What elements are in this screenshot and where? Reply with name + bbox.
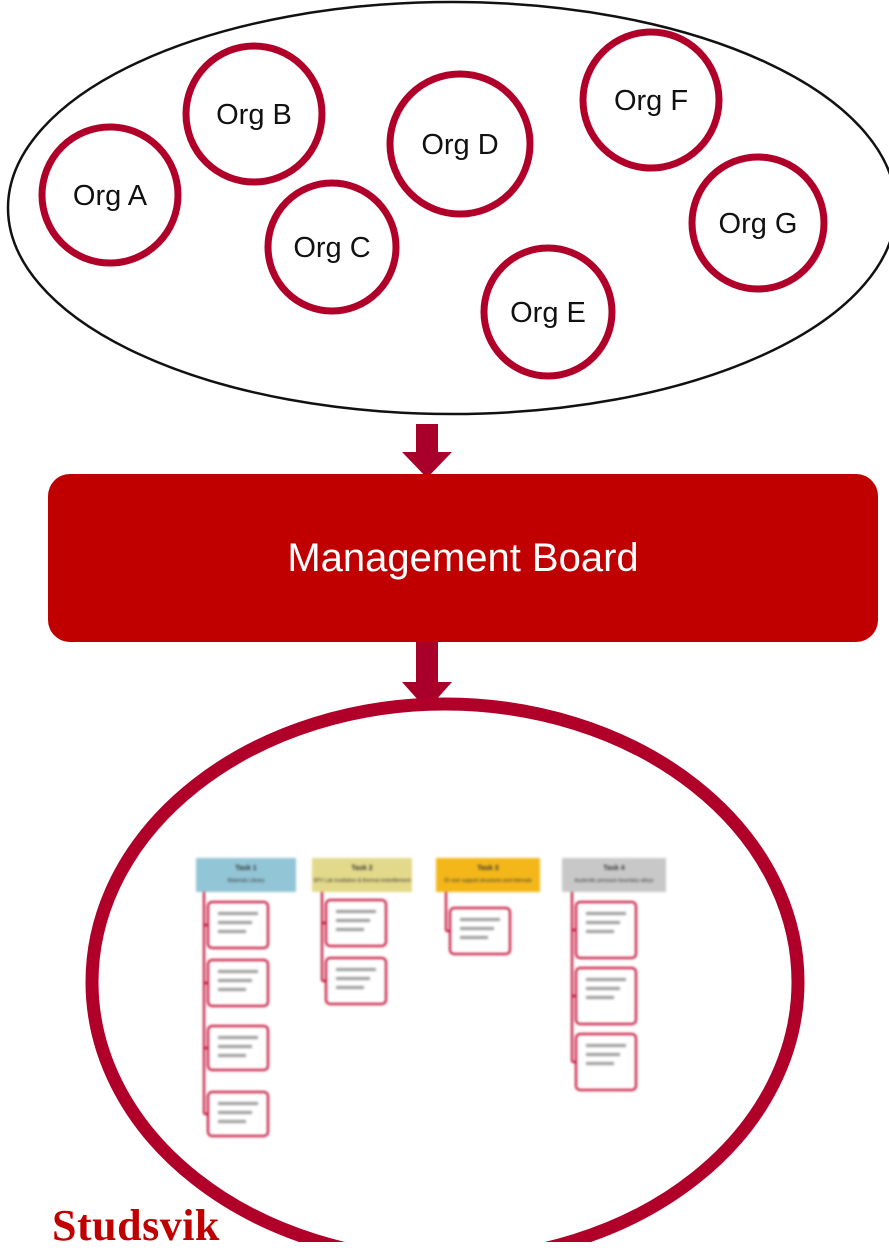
subtask-text-line — [218, 912, 258, 915]
subtask-text-line — [218, 970, 258, 973]
org-label: Org C — [293, 232, 370, 264]
studsvik-logo: Studsvik — [52, 1201, 220, 1250]
arrow-down-icon — [402, 424, 452, 478]
subtask-text-line — [218, 1120, 246, 1123]
subtask-text-line — [218, 988, 246, 991]
org-node: Org E — [480, 244, 616, 380]
org-circle — [386, 70, 534, 218]
org-node: Org B — [182, 42, 326, 186]
org-circle — [38, 123, 182, 267]
task-column: Task 2 SPV Lab irradiation & thermal embr… — [312, 858, 412, 1005]
org-circle — [480, 244, 616, 380]
task-header — [196, 858, 296, 892]
tasks-ellipse — [85, 697, 805, 1242]
subtask-box — [207, 901, 269, 949]
subtask-text-line — [218, 1036, 258, 1039]
org-label: Org A — [73, 180, 148, 212]
subtask-text-line — [460, 918, 500, 921]
organisations-group: Org A Org B Org C Org D Org E Org F Org G — [38, 28, 828, 380]
org-circle — [182, 42, 326, 186]
subtask-text-line — [586, 930, 614, 933]
org-label: Org E — [510, 297, 586, 329]
org-node: Org G — [688, 153, 828, 293]
management-board-title: Management Board — [287, 535, 639, 580]
subtask-text-line — [218, 1045, 252, 1048]
subtask-text-line — [586, 1053, 620, 1056]
subtask-box — [207, 959, 269, 1007]
subtask-text-line — [336, 977, 370, 980]
task-structure-panel: Task 1 Materials Library Task 2 SPV Lab irr… — [196, 858, 666, 1137]
org-node: Org F — [579, 28, 723, 172]
subtask-text-line — [218, 979, 252, 982]
task-column: Task 4 Austenitic pressure boundary alloy… — [562, 858, 666, 1091]
subtask-text-line — [336, 968, 376, 971]
subtask-text-line — [586, 978, 626, 981]
subtask-box — [325, 899, 387, 947]
subtask-text-line — [586, 987, 620, 990]
task-title: Task 4 — [603, 865, 624, 872]
management-board-box: Management Board — [48, 474, 878, 642]
subtask-text-line — [218, 1054, 246, 1057]
subtask-text-line — [586, 1044, 626, 1047]
subtask-text-line — [218, 1102, 258, 1105]
task-header — [312, 858, 412, 892]
subtask-text-line — [336, 919, 370, 922]
org-node: Org A — [38, 123, 182, 267]
task-title: Task 3 — [477, 865, 498, 872]
org-label: Org G — [719, 208, 798, 240]
subtask-text-line — [586, 996, 614, 999]
task-column: Task 1 Materials Library — [196, 858, 296, 1137]
org-node: Org C — [264, 179, 400, 315]
task-subtitle: SPV Lab irradiation & thermal embrittlem… — [313, 878, 411, 884]
subtask-text-line — [460, 927, 494, 930]
org-label: Org B — [216, 99, 292, 131]
org-circle — [579, 28, 723, 172]
org-label: Org D — [421, 129, 498, 161]
task-subtitle: ID core support structures and internals — [444, 878, 532, 884]
subtask-text-line — [336, 986, 364, 989]
subtask-box — [325, 957, 387, 1005]
org-circle — [264, 179, 400, 315]
task-header — [562, 858, 666, 892]
task-title: Task 1 — [235, 865, 256, 872]
subtask-box — [449, 907, 511, 955]
subtask-text-line — [336, 910, 376, 913]
subtask-text-line — [460, 936, 488, 939]
subtask-text-line — [218, 930, 246, 933]
subtask-text-line — [218, 1111, 252, 1114]
task-subtitle: Materials Library — [228, 878, 265, 884]
subtask-text-line — [586, 1062, 614, 1065]
subtask-text-line — [586, 912, 626, 915]
subtask-text-line — [336, 928, 364, 931]
org-node: Org D — [386, 70, 534, 218]
task-header — [436, 858, 540, 892]
task-column: Task 3 ID core support structures and int… — [436, 858, 540, 955]
org-label: Org F — [614, 85, 688, 117]
subtask-text-line — [586, 921, 620, 924]
org-circle — [688, 153, 828, 293]
task-subtitle: Austenitic pressure boundary alloys — [575, 878, 654, 884]
subtask-text-line — [218, 921, 252, 924]
arrow-down-icon — [402, 642, 452, 710]
task-title: Task 2 — [351, 865, 372, 872]
